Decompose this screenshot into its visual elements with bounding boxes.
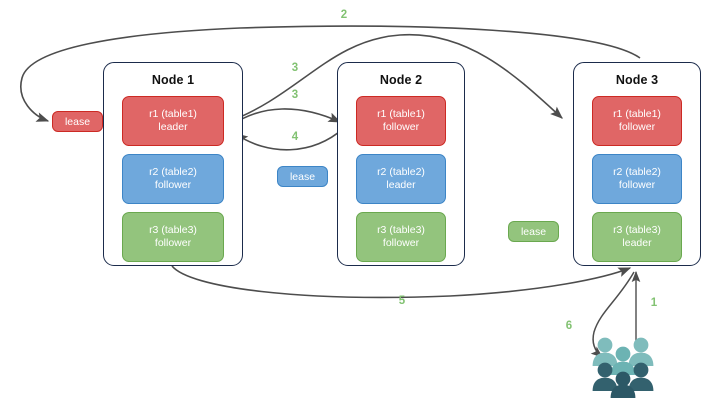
arrow-6-path [590, 271, 635, 358]
replica-r1[interactable]: r1 (table1) follower [356, 96, 446, 146]
node-title: Node 2 [379, 73, 423, 87]
replica-role: follower [382, 237, 420, 249]
replica-role: leader [386, 179, 416, 191]
replica-name: r3 (table3) [613, 224, 661, 236]
step-label-4: 4 [291, 131, 299, 143]
replica-role: leader [158, 121, 188, 133]
step-label-2: 2 [340, 9, 348, 21]
replica-name: r2 (table2) [613, 166, 661, 178]
lease-badge-red[interactable]: lease [52, 111, 103, 132]
replica-r2[interactable]: r2 (table2) follower [592, 154, 682, 204]
node-title: Node 3 [615, 73, 659, 87]
users-group-icon [592, 337, 654, 398]
arrow-5-path [171, 265, 632, 299]
step-label-1: 1 [650, 297, 658, 309]
arrow-2-path [20, 25, 641, 122]
replica-role: follower [382, 121, 420, 133]
replica-name: r3 (table3) [149, 224, 197, 236]
replica-role: follower [618, 179, 656, 191]
replica-r1[interactable]: r1 (table1) follower [592, 96, 682, 146]
replica-role: follower [154, 179, 192, 191]
replica-r3[interactable]: r3 (table3) follower [122, 212, 224, 262]
replica-role: follower [154, 237, 192, 249]
replica-name: r2 (table2) [377, 166, 425, 178]
replica-r2[interactable]: r2 (table2) leader [356, 154, 446, 204]
step-label-5: 5 [398, 295, 406, 307]
step-label-3-short: 3 [291, 89, 299, 101]
node-container-3[interactable]: Node 3 r1 (table1) follower r2 (table2) … [573, 62, 701, 266]
replica-r3[interactable]: r3 (table3) follower [356, 212, 446, 262]
node-title: Node 1 [151, 73, 195, 87]
replica-r2[interactable]: r2 (table2) follower [122, 154, 224, 204]
node-container-1[interactable]: Node 1 r1 (table1) leader r2 (table2) fo… [103, 62, 243, 266]
step-label-3-long: 3 [291, 62, 299, 74]
replica-role: follower [618, 121, 656, 133]
arrow-4-path [234, 127, 345, 151]
arrow-3-long-path [227, 33, 563, 123]
step-label-6: 6 [565, 320, 573, 332]
arrow-3-short-path [229, 108, 342, 127]
node-container-2[interactable]: Node 2 r1 (table1) follower r2 (table2) … [337, 62, 465, 266]
replica-name: r3 (table3) [377, 224, 425, 236]
replica-role: leader [622, 237, 652, 249]
lease-badge-blue[interactable]: lease [277, 166, 328, 187]
replica-name: r2 (table2) [149, 166, 197, 178]
lease-badge-green[interactable]: lease [508, 221, 559, 242]
replica-name: r1 (table1) [377, 108, 425, 120]
replica-r3[interactable]: r3 (table3) leader [592, 212, 682, 262]
replica-r1[interactable]: r1 (table1) leader [122, 96, 224, 146]
replica-name: r1 (table1) [613, 108, 661, 120]
replica-name: r1 (table1) [149, 108, 197, 120]
